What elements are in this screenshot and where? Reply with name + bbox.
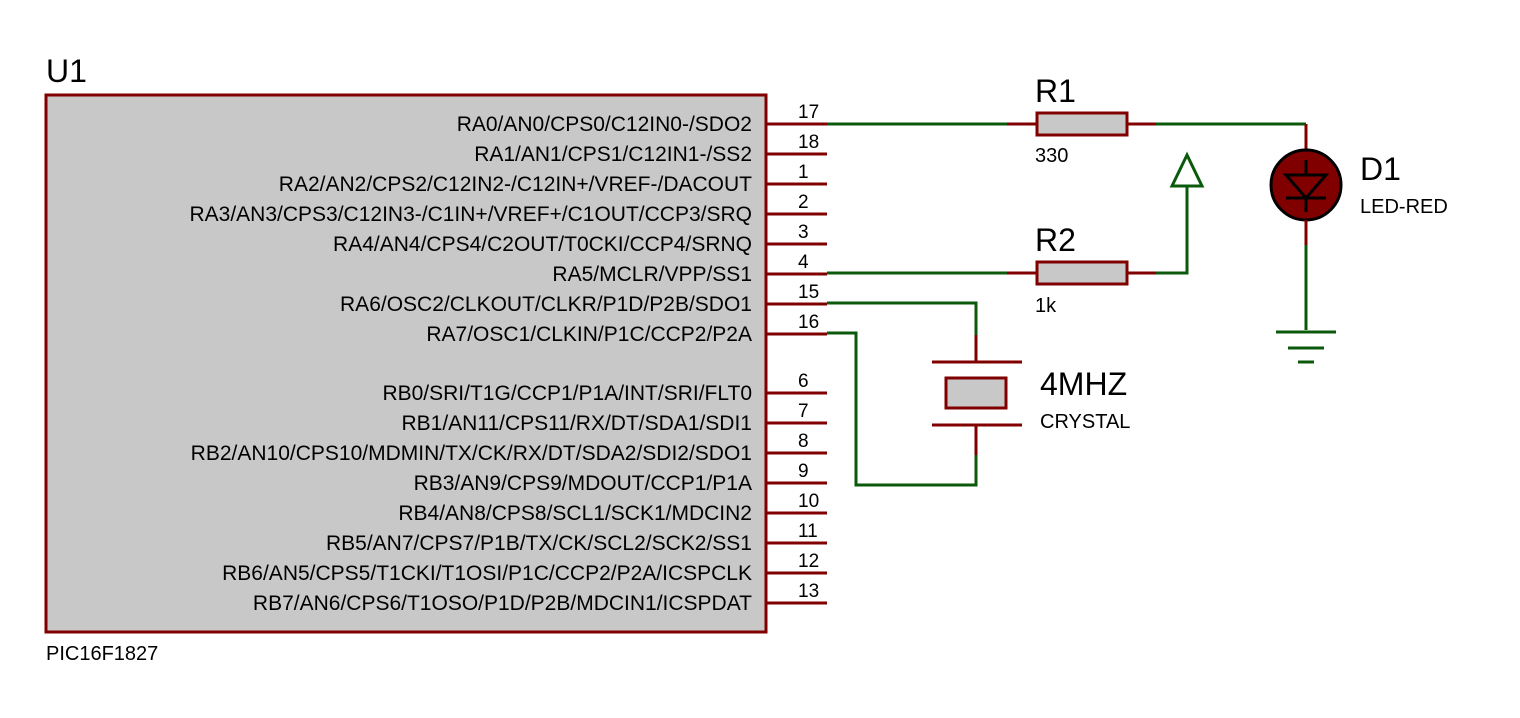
pin-name: RA4/AN4/CPS4/C2OUT/T0CKI/CCP4/SRNQ [333,233,752,256]
pin-name: RB7/AN6/CPS6/T1OSO/P1D/P2B/MDCIN1/ICSPDA… [253,592,752,615]
crystal-x1: 4MHZ CRYSTAL [932,335,1130,455]
pin-number: 15 [798,282,819,303]
pin-name: RB1/AN11/CPS11/RX/DT/SDA1/SDI1 [401,412,752,435]
pin-number: 17 [798,102,819,123]
pin-number: 7 [798,401,809,422]
pin-name: RA6/OSC2/CLKOUT/CLKR/P1D/P2B/SDO1 [340,293,752,316]
pin-number: 18 [798,132,819,153]
d1-value-label: LED-RED [1360,196,1448,218]
resistor-r1: R1 330 [1007,73,1156,167]
pin-name: RA2/AN2/CPS2/C12IN2-/C12IN+/VREF-/DACOUT [279,173,752,196]
pin-name: RB2/AN10/CPS10/MDMIN/TX/CK/RX/DT/SDA2/SD… [191,442,752,465]
wires [827,122,1308,487]
resistor-r2: R2 1k [1007,222,1156,317]
pin-number: 9 [798,461,809,482]
r1-body [1035,111,1129,137]
chip-pins: 17RA0/AN0/CPS0/C12IN0-/SDO218RA1/AN1/CPS… [189,102,827,615]
d1-ref-label: D1 [1360,151,1401,187]
chip-body [44,93,768,634]
r1-value-label: 330 [1035,145,1068,167]
pin-name: RB4/AN8/CPS8/SCL1/SCK1/MDCIN2 [398,502,752,525]
r1-ref-label: R1 [1035,73,1076,109]
pin-number: 10 [798,491,819,512]
pin-number: 16 [798,312,819,333]
r2-body [1035,260,1129,286]
chip-u1: U1 PIC16F1827 17RA0/AN0/CPS0/C12IN0-/SDO… [44,53,827,665]
pin-number: 13 [798,581,819,602]
led-icon: D1 LED-RED [1269,124,1448,245]
power-terminal-icon [1169,151,1205,188]
pin-name: RA3/AN3/CPS3/C12IN3-/C1IN+/VREF+/C1OUT/C… [189,203,752,226]
wire-r2-power [1156,186,1189,275]
pin-number: 6 [798,371,809,392]
chip-value-label: PIC16F1827 [46,643,158,665]
pin-name: RB3/AN9/CPS9/MDOUT/CCP1/P1A [414,472,752,495]
crystal-ref-label: 4MHZ [1040,366,1127,402]
pin-number: 3 [798,222,809,243]
chip-ref-label: U1 [46,53,87,89]
r2-value-label: 1k [1035,295,1057,317]
pin-name: RA5/MCLR/VPP/SS1 [552,263,752,286]
wire-osc2-crystal [827,301,978,335]
pin-name: RA7/OSC1/CLKIN/P1C/CCP2/P2A [426,323,752,346]
pin-name: RB5/AN7/CPS7/P1B/TX/CK/SCL2/SCK2/SS1 [326,532,752,555]
r2-ref-label: R2 [1035,222,1076,258]
crystal-value-label: CRYSTAL [1040,411,1130,433]
pin-name: RA1/AN1/CPS1/C12IN1-/SS2 [474,143,752,166]
pin-number: 1 [798,162,809,183]
pin-number: 12 [798,551,819,572]
wire-osc1-crystal [827,331,978,487]
pin-number: 2 [798,192,809,213]
crystal-body [944,376,1008,410]
pin-name: RA0/AN0/CPS0/C12IN0-/SDO2 [457,113,752,136]
pin-number: 8 [798,431,809,452]
pin-number: 4 [798,252,809,273]
pin-name: RB6/AN5/CPS5/T1CKI/T1OSI/P1C/CCP2/P2A/IC… [222,562,752,585]
pin-number: 11 [798,521,818,542]
ground-icon [1276,330,1336,364]
pin-name: RB0/SRI/T1G/CCP1/P1A/INT/SRI/FLT0 [382,382,752,405]
